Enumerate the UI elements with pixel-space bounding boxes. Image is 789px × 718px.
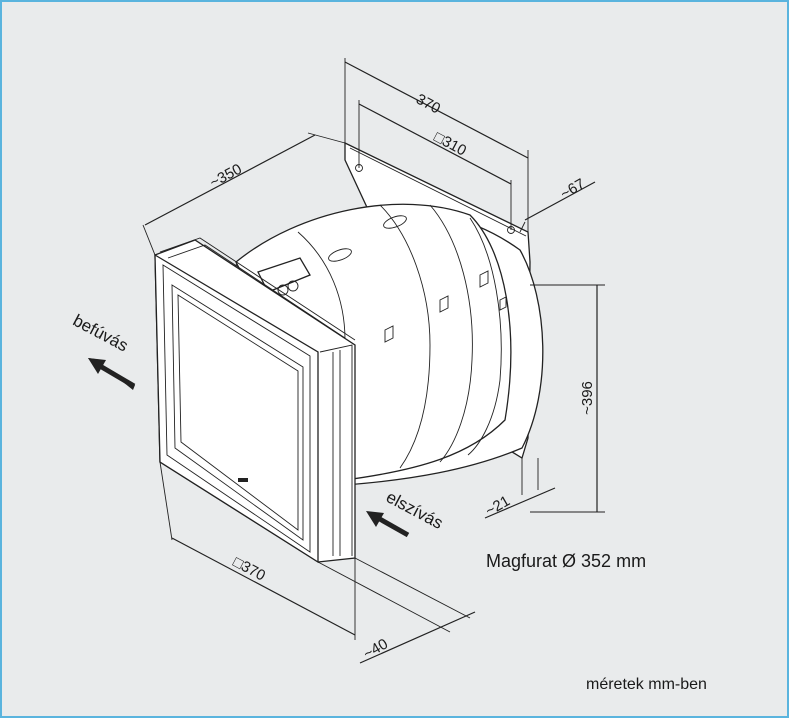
dim-350: ~350 — [207, 161, 245, 192]
cylinder-body — [231, 203, 544, 486]
front-cover — [154, 237, 356, 564]
dim-40: ~40 — [360, 635, 391, 662]
dim-67: ~67 — [557, 175, 588, 202]
supply-label: befúvás — [70, 311, 131, 356]
extract-arrow — [366, 511, 410, 538]
dim-21: ~21 — [482, 492, 513, 519]
logo — [238, 478, 248, 482]
dim-square-370: □370 — [230, 554, 268, 585]
units-note: méretek mm-ben — [586, 676, 707, 693]
supply-arrow — [88, 358, 136, 390]
dim-370: 370 — [413, 91, 443, 118]
dim-square-310: □310 — [431, 129, 469, 160]
dimension-lines — [142, 58, 605, 664]
dim-396: ~396 — [579, 381, 596, 415]
core-hole-label: Magfurat Ø 352 mm — [486, 551, 646, 571]
